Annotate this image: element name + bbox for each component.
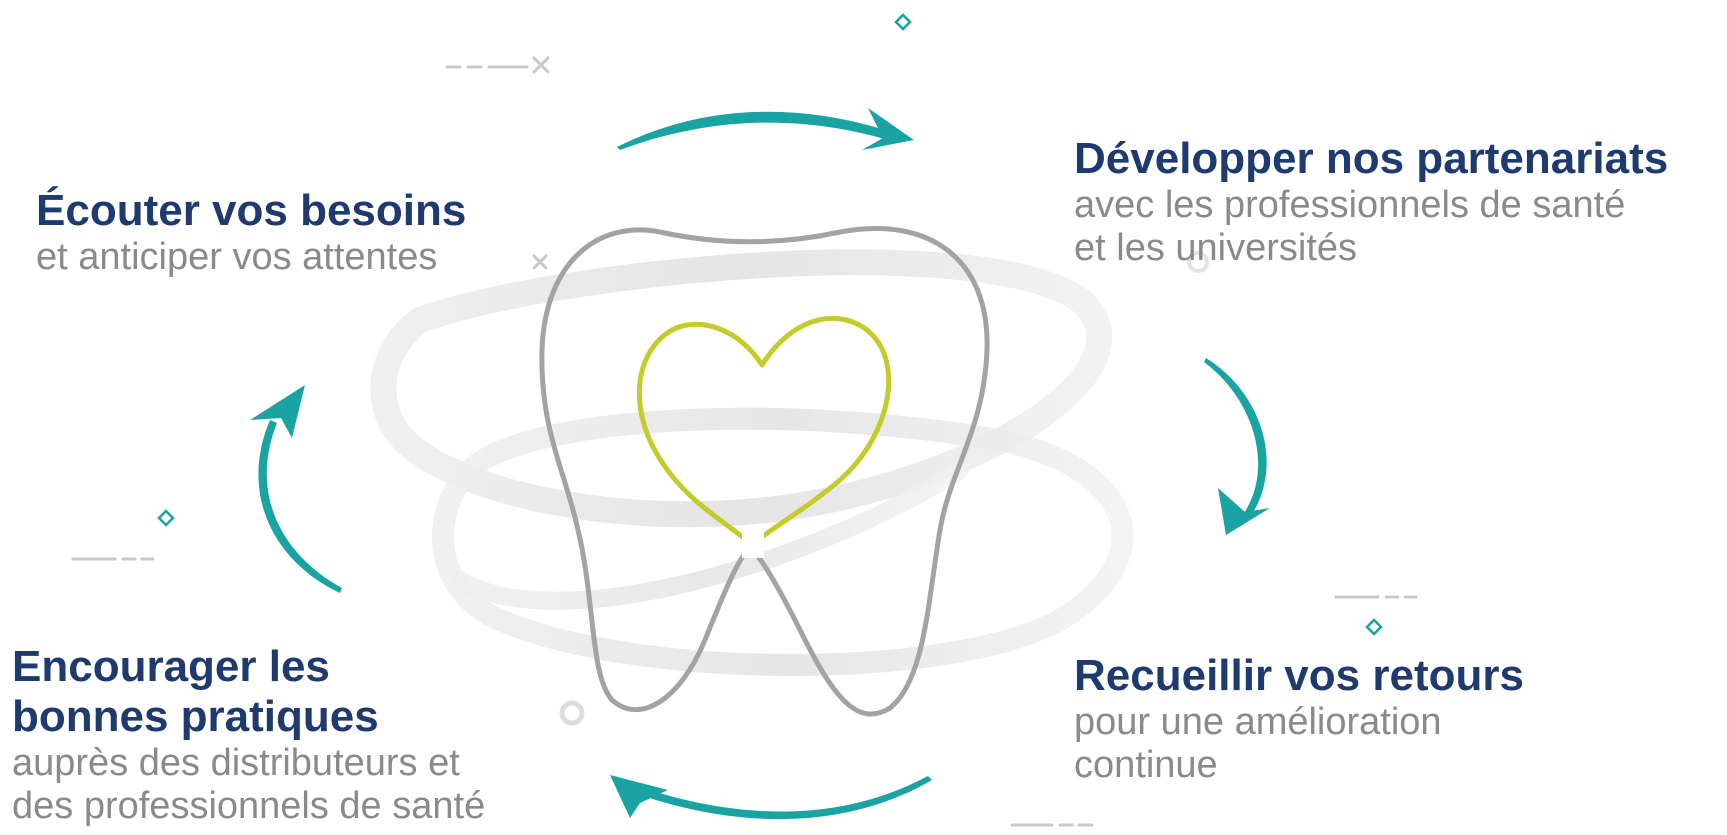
step-subtitle: auprès des distributeurs et des professi…: [12, 742, 486, 827]
tooth-outline-icon: [539, 226, 990, 717]
step-developper: Développer nos partenariats avec les pro…: [1074, 134, 1668, 270]
step-subtitle: pour une amélioration continue: [1074, 701, 1442, 786]
diamond-icon: [1365, 618, 1383, 636]
step-title: Encourager les bonnes pratiques: [12, 642, 379, 741]
cross-icon: [532, 56, 550, 74]
step-title: Recueillir vos retours: [1074, 651, 1524, 700]
step-title: Écouter vos besoins: [36, 186, 467, 235]
step-ecouter: Écouter vos besoins et anticiper vos att…: [36, 186, 466, 279]
arrow-bottom-icon: [640, 776, 932, 820]
step-subtitle: et anticiper vos attentes: [36, 236, 438, 278]
cycle-arrows: [250, 108, 1270, 820]
diamond-icon: [894, 13, 912, 31]
step-recueillir: Recueillir vos retours pour une améliora…: [1074, 651, 1524, 787]
step-encourager: Encourager les bonnes pratiques auprès d…: [12, 642, 485, 828]
cross-icon: [532, 254, 548, 270]
step-title: Développer nos partenariats: [1074, 134, 1669, 183]
arrow-top-icon: [617, 111, 900, 150]
diamond-icon: [157, 509, 175, 527]
arrow-right-icon: [1204, 358, 1267, 520]
step-subtitle: avec les professionnels de santé et les …: [1074, 184, 1626, 269]
decorations: [71, 13, 1418, 827]
arrow-left-icon: [258, 420, 342, 593]
ring-icon: [559, 700, 585, 726]
swirl-background: [370, 249, 1134, 676]
ring-icon: [1187, 251, 1209, 273]
